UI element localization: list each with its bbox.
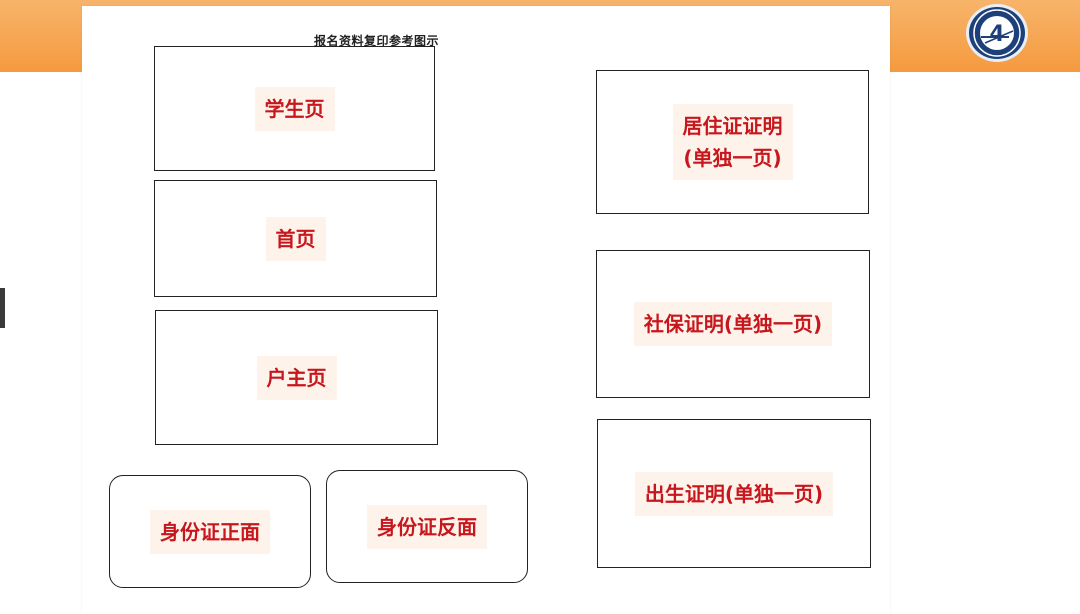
- box-id-back: 身份证反面: [326, 470, 528, 583]
- sheet-title: 报名资料复印参考图示: [314, 34, 440, 48]
- label-home-page: 首页: [265, 216, 326, 261]
- emblem-numeral: 4: [989, 22, 1004, 47]
- box-birth-certificate: 出生证明(单独一页): [597, 419, 871, 568]
- label-residence-permit-line2: (单独一页): [683, 146, 782, 170]
- box-student-page: 学生页: [154, 46, 435, 171]
- label-residence-permit: 居住证证明 (单独一页): [672, 104, 793, 180]
- box-residence-permit: 居住证证明 (单独一页): [596, 70, 869, 214]
- label-id-front: 身份证正面: [150, 509, 270, 554]
- left-edge-mark: [0, 288, 5, 328]
- box-id-front: 身份证正面: [109, 475, 311, 588]
- label-social-security: 社保证明(单独一页): [633, 302, 833, 346]
- box-social-security: 社保证明(单独一页): [596, 250, 870, 398]
- label-residence-permit-line1: 居住证证明: [682, 114, 783, 138]
- label-householder-page: 户主页: [256, 355, 337, 400]
- label-birth-certificate: 出生证明(单独一页): [634, 471, 834, 516]
- box-home-page: 首页: [154, 180, 437, 297]
- label-id-back: 身份证反面: [367, 504, 487, 549]
- school-emblem-icon: 4: [966, 4, 1028, 62]
- emblem-graphic: 4: [973, 9, 1021, 57]
- label-student-page: 学生页: [254, 86, 335, 131]
- box-householder-page: 户主页: [155, 310, 438, 445]
